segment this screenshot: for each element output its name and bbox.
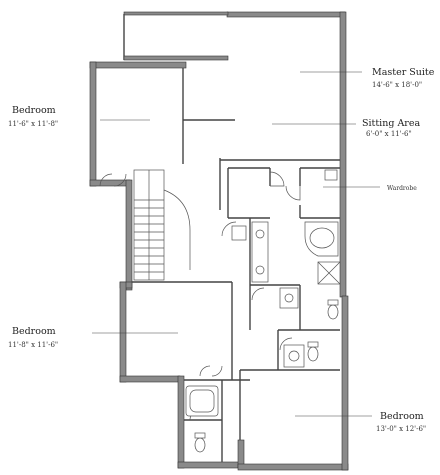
- bedroom-top-left-name: Bedroom: [12, 105, 56, 116]
- bedroom-top-left-dims: 11'-6" x 11'-8": [8, 120, 58, 128]
- bedroom-mid-left-dims: 11'-8" x 11'-6": [8, 341, 58, 349]
- exterior-walls: [89, 11, 349, 471]
- wardrobe-name: Wardrobe: [387, 185, 417, 192]
- master-suite-dims: 14'-6" x 18'-0": [372, 81, 422, 89]
- sitting-area-name: Sitting Area: [362, 118, 420, 129]
- master-suite-name: Master Suite: [372, 67, 435, 78]
- staircase: [133, 169, 191, 281]
- interior-walls: [132, 119, 340, 462]
- label-leaders: [92, 71, 380, 417]
- bedroom-bottom-right-name: Bedroom: [380, 411, 424, 422]
- room-labels: Master Suite 14'-6" x 18'-0" Sitting Are…: [8, 67, 435, 433]
- door-swings: [99, 171, 301, 421]
- bath-fixtures: [185, 169, 341, 453]
- sitting-area-dims: 6'-0" x 11'-6": [366, 130, 412, 138]
- bedroom-mid-left-name: Bedroom: [12, 326, 56, 337]
- bedroom-bottom-right-dims: 13'-0" x 12'-6": [376, 425, 426, 433]
